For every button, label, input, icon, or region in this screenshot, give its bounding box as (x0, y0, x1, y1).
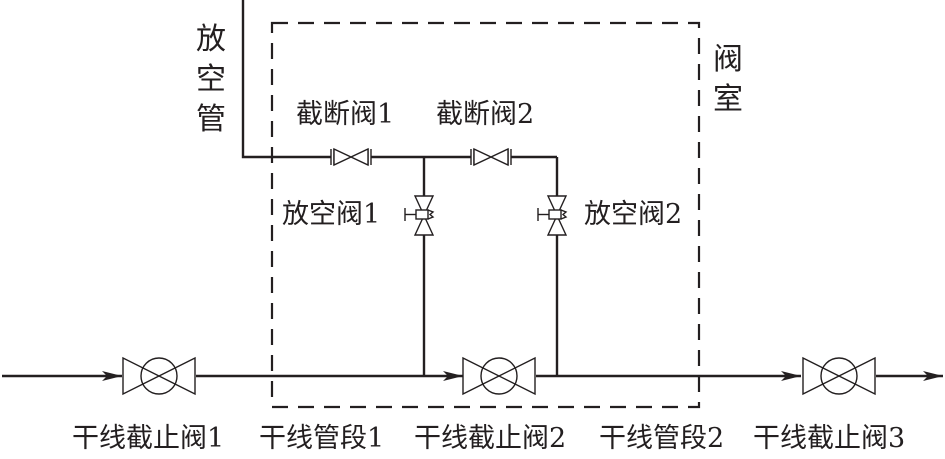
mainline-segment-1-label: 干线管段1 (259, 423, 385, 454)
mainline-valve-3-label: 干线截止阀3 (753, 423, 906, 454)
vent-valve-2-icon[interactable] (537, 195, 568, 236)
cutoff-valve-2-label: 截断阀2 (436, 99, 535, 130)
mainline-valve-1-icon[interactable] (122, 356, 196, 396)
vent-valve-2-label: 放空阀2 (584, 199, 683, 230)
valve-room-label-char: 室 (713, 82, 743, 117)
cutoff-valve-1-icon[interactable] (330, 147, 372, 167)
vent-pipe-label-char: 放 (196, 22, 226, 57)
valve-room-label: 阀 室 (710, 40, 746, 120)
valve-room-label-char: 阀 (713, 42, 743, 77)
cutoff-valve-1-label: 截断阀1 (296, 99, 395, 130)
cutoff-valve-2-icon[interactable] (470, 147, 512, 167)
mainline-valve-2-icon[interactable] (462, 356, 536, 396)
vent-pipe-label-char: 管 (196, 102, 226, 137)
valve-room-boundary (270, 21, 701, 409)
mainline-segment-2-label: 干线管段2 (599, 423, 725, 454)
vent-pipe-label-char: 空 (196, 62, 226, 97)
vent-pipe (241, 0, 331, 159)
mainline-valve-3-icon[interactable] (802, 356, 876, 396)
vent-pipe-label: 放 空 管 (193, 20, 229, 140)
vent-valve-1-label: 放空阀1 (282, 199, 381, 230)
vent-valve-1-icon[interactable] (404, 195, 435, 236)
mainline-valve-2-label: 干线截止阀2 (414, 423, 567, 454)
mainline-valve-1-label: 干线截止阀1 (72, 423, 225, 454)
